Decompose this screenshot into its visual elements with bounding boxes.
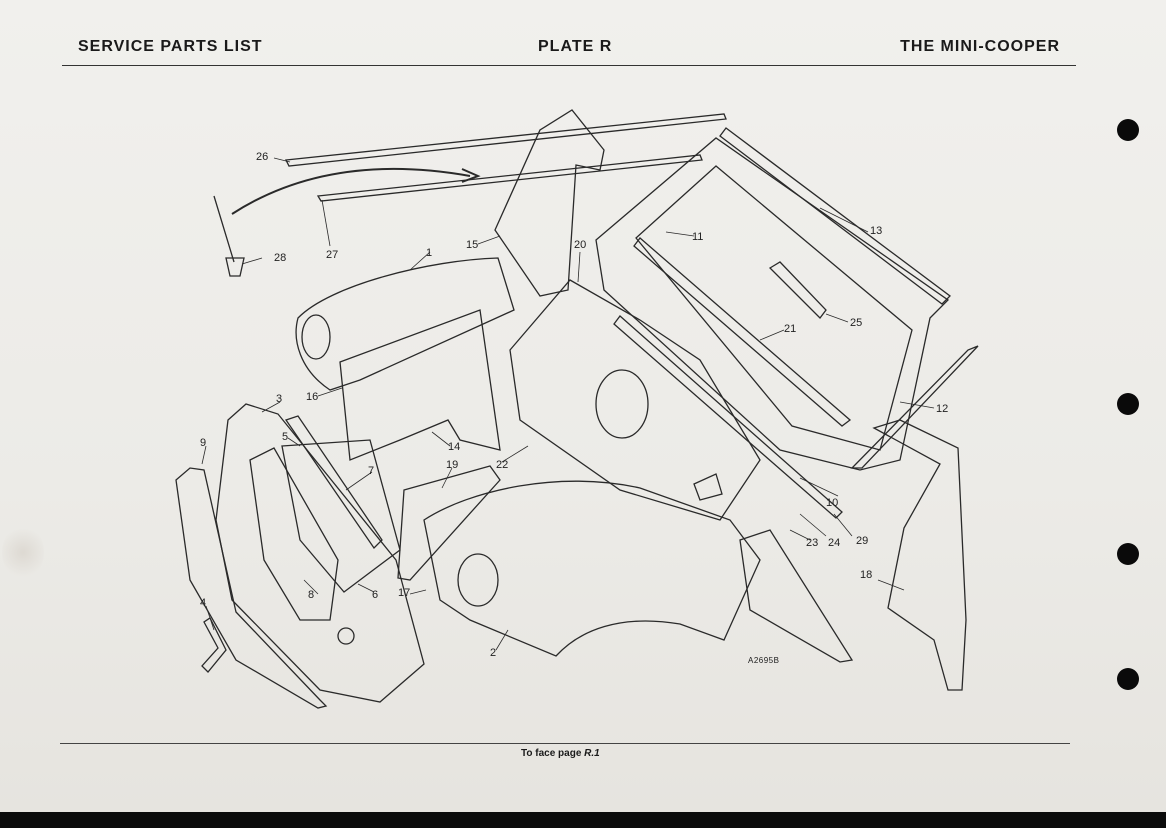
binder-hole-top (1117, 119, 1139, 141)
binder-hole-middle (1117, 393, 1139, 415)
callout-18: 18 (860, 569, 872, 581)
part-2-wing (423, 480, 761, 657)
callout-7: 7 (368, 465, 374, 477)
callout-1: 1 (426, 247, 432, 259)
binder-hole-bottom (1117, 668, 1139, 690)
callout-20: 20 (574, 239, 586, 251)
part-7-stay (284, 415, 383, 550)
binder-hole-lower (1117, 543, 1139, 565)
footer-page-ref: R.1 (584, 748, 600, 759)
part-23-panel (739, 529, 854, 663)
callout-21: 21 (784, 323, 796, 335)
callout-27: 27 (326, 249, 338, 261)
callout-25: 25 (850, 317, 862, 329)
direction-arrow (231, 167, 471, 215)
part-5-panel (281, 439, 401, 593)
callout-9: 9 (200, 437, 206, 449)
callout-24: 24 (828, 537, 840, 549)
callout-22: 22 (496, 459, 508, 471)
callout-2: 2 (490, 647, 496, 659)
callout-26: 26 (256, 151, 268, 163)
footer-rule (60, 743, 1070, 744)
part-19-panel (397, 465, 501, 581)
part-9-surround (175, 467, 328, 709)
part-25-handle (768, 261, 827, 319)
header-model-title: THE MINI-COOPER (900, 38, 1060, 55)
part-20-bulkhead (509, 279, 761, 521)
part-15-pillar (494, 109, 605, 297)
callout-3: 3 (276, 393, 282, 405)
drawing-reference-number: A2695B (748, 656, 780, 665)
header-left-title: SERVICE PARTS LIST (78, 38, 263, 55)
callout-19: 19 (446, 459, 458, 471)
part-21-seal (633, 237, 852, 427)
header-plate-title: PLATE R (538, 38, 613, 55)
callout-6: 6 (372, 589, 378, 601)
part-11-window-opening (635, 165, 913, 451)
callout-17: 17 (398, 587, 410, 599)
part-26-strip (284, 113, 727, 167)
callout-29: 29 (856, 535, 868, 547)
footer-prefix: To face page (521, 748, 582, 759)
callout-4: 4 (200, 597, 206, 609)
part-4-bracket (201, 617, 227, 673)
part-29-seal (613, 315, 843, 519)
callout-12: 12 (936, 403, 948, 415)
callout-10: 10 (826, 497, 838, 509)
part-18-panel (872, 419, 967, 691)
part-12-strip (850, 345, 979, 469)
callout-5: 5 (282, 431, 288, 443)
callout-14: 14 (448, 441, 460, 453)
part-14-inner-panel (339, 309, 501, 461)
callout-13: 13 (870, 225, 882, 237)
callout-16: 16 (306, 391, 318, 403)
footer-page-note: To face page R.1 (521, 748, 600, 759)
paper-stain (2, 525, 44, 580)
part-13-frame (595, 137, 950, 471)
part-1-wing (295, 257, 515, 391)
callout-23: 23 (806, 537, 818, 549)
callout-11: 11 (692, 231, 703, 243)
callout-15: 15 (466, 239, 478, 251)
part-28-rivet (213, 195, 245, 277)
callout-28: 28 (274, 252, 286, 264)
part-27-strip (316, 154, 703, 202)
callout-8: 8 (308, 589, 314, 601)
header-rule (62, 65, 1076, 66)
scan-bottom-edge (0, 812, 1166, 828)
